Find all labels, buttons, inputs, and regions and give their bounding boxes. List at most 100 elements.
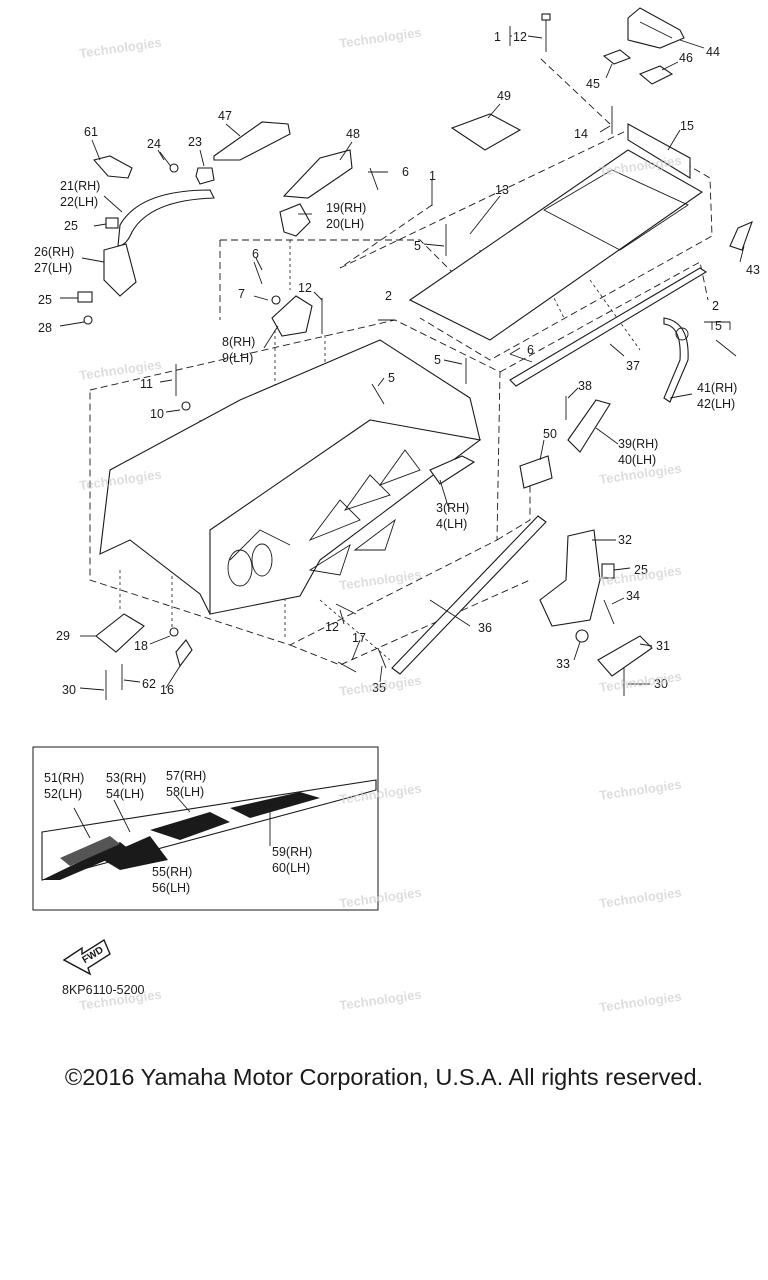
callout-19: 19(RH) xyxy=(326,201,366,215)
part-13 xyxy=(408,149,704,341)
callout-14: 14 xyxy=(574,127,588,141)
part-36 xyxy=(391,515,547,675)
callout-6b: 6 xyxy=(252,247,259,261)
callout-6c: 6 xyxy=(527,343,534,357)
callout-47: 47 xyxy=(218,109,232,123)
callout-28: 28 xyxy=(38,321,52,335)
callout-12c: 12 xyxy=(325,620,339,634)
callout-61: 61 xyxy=(84,125,98,139)
callout-4: 4(LH) xyxy=(436,517,467,531)
callout-25b: 25 xyxy=(38,293,52,307)
inset-callout-51: 51(RH) xyxy=(44,771,84,785)
callout-1: 1 xyxy=(494,30,501,44)
part-48 xyxy=(282,149,353,199)
part-15 xyxy=(627,123,691,179)
callout-9: 9(LH) xyxy=(222,351,253,365)
callout-49: 49 xyxy=(497,89,511,103)
callout-25c: 25 xyxy=(634,563,648,577)
callout-2a: 2 xyxy=(385,289,392,303)
callout-12: 12 xyxy=(513,30,527,44)
callout-labels: 1 12 44 45 46 49 47 48 61 24 23 14 15 13… xyxy=(34,30,760,697)
callout-6a: 6 xyxy=(402,165,409,179)
callout-25a: 25 xyxy=(64,219,78,233)
callout-3: 3(RH) xyxy=(436,501,469,515)
part-25a xyxy=(105,217,119,229)
callout-22: 22(LH) xyxy=(60,195,98,209)
inset-callout-53: 53(RH) xyxy=(106,771,146,785)
callout-37: 37 xyxy=(626,359,640,373)
callout-39: 39(RH) xyxy=(618,437,658,451)
parts xyxy=(77,7,753,700)
part-3 xyxy=(429,455,476,485)
callout-18: 18 xyxy=(134,639,148,653)
callout-5a: 5 xyxy=(414,239,421,253)
callout-10: 10 xyxy=(150,407,164,421)
callout-20: 20(LH) xyxy=(326,217,364,231)
callout-27: 27(LH) xyxy=(34,261,72,275)
callout-21: 21(RH) xyxy=(60,179,100,193)
part-32 xyxy=(539,529,601,627)
callout-62: 62 xyxy=(142,677,156,691)
inset-callout-56: 56(LH) xyxy=(152,881,190,895)
callout-29: 29 xyxy=(56,629,70,643)
callout-15: 15 xyxy=(680,119,694,133)
part-50 xyxy=(519,455,553,489)
callout-2b: 2 xyxy=(712,299,719,313)
callout-1b: 1 xyxy=(429,169,436,183)
callout-5d: 5 xyxy=(388,371,395,385)
part-21 xyxy=(117,189,215,247)
svg-text:Technologies: Technologies xyxy=(338,987,422,1013)
callout-46: 46 xyxy=(679,51,693,65)
leader-lines xyxy=(59,26,745,691)
inset-callout-58: 58(LH) xyxy=(166,785,204,799)
callout-23: 23 xyxy=(188,135,202,149)
callout-8: 8(RH) xyxy=(222,335,255,349)
callout-32: 32 xyxy=(618,533,632,547)
copyright-notice: ©2016 Yamaha Motor Corporation, U.S.A. A… xyxy=(64,1064,704,1090)
part-46 xyxy=(638,65,674,85)
inset-callout-57: 57(RH) xyxy=(166,769,206,783)
callout-34: 34 xyxy=(626,589,640,603)
callout-7: 7 xyxy=(238,287,245,301)
part-45 xyxy=(602,49,632,65)
callout-44: 44 xyxy=(706,45,720,59)
callout-17: 17 xyxy=(352,631,366,645)
part-19 xyxy=(279,203,311,237)
part-25b xyxy=(77,291,93,303)
svg-text:Technologies: Technologies xyxy=(78,35,162,61)
callout-41: 41(RH) xyxy=(697,381,737,395)
inset-callout-52: 52(LH) xyxy=(44,787,82,801)
part-49 xyxy=(450,113,522,151)
svg-text:Technologies: Technologies xyxy=(598,777,682,803)
part-39 xyxy=(567,399,611,453)
callout-24: 24 xyxy=(147,137,161,151)
inset-callout-55: 55(RH) xyxy=(152,865,192,879)
svg-text:Technologies: Technologies xyxy=(598,989,682,1015)
callout-13: 13 xyxy=(495,183,509,197)
callout-5b: 5 xyxy=(715,319,722,333)
fwd-arrow: FWD xyxy=(62,938,111,976)
svg-text:Technologies: Technologies xyxy=(338,567,422,593)
callout-30b: 30 xyxy=(654,677,668,691)
part-61 xyxy=(92,155,133,179)
chassis-tunnel xyxy=(209,419,482,615)
part-44 xyxy=(627,7,685,49)
callout-35: 35 xyxy=(372,681,386,695)
part-25c xyxy=(601,563,615,579)
inset-callout-54: 54(LH) xyxy=(106,787,144,801)
callout-36: 36 xyxy=(478,621,492,635)
decal-inset: 51(RH) 52(LH) 53(RH) 54(LH) 57(RH) 58(LH… xyxy=(32,746,379,911)
callout-48: 48 xyxy=(346,127,360,141)
part-47 xyxy=(213,121,291,161)
callout-31: 31 xyxy=(656,639,670,653)
part-41 xyxy=(663,317,689,403)
callout-26: 26(RH) xyxy=(34,245,74,259)
callout-50: 50 xyxy=(543,427,557,441)
callout-45: 45 xyxy=(586,77,600,91)
callout-5c: 5 xyxy=(434,353,441,367)
callout-11: 11 xyxy=(140,377,153,391)
inset-callout-59: 59(RH) xyxy=(272,845,312,859)
inset-callout-60: 60(LH) xyxy=(272,861,310,875)
part-23 xyxy=(195,167,215,185)
callout-40: 40(LH) xyxy=(618,453,656,467)
